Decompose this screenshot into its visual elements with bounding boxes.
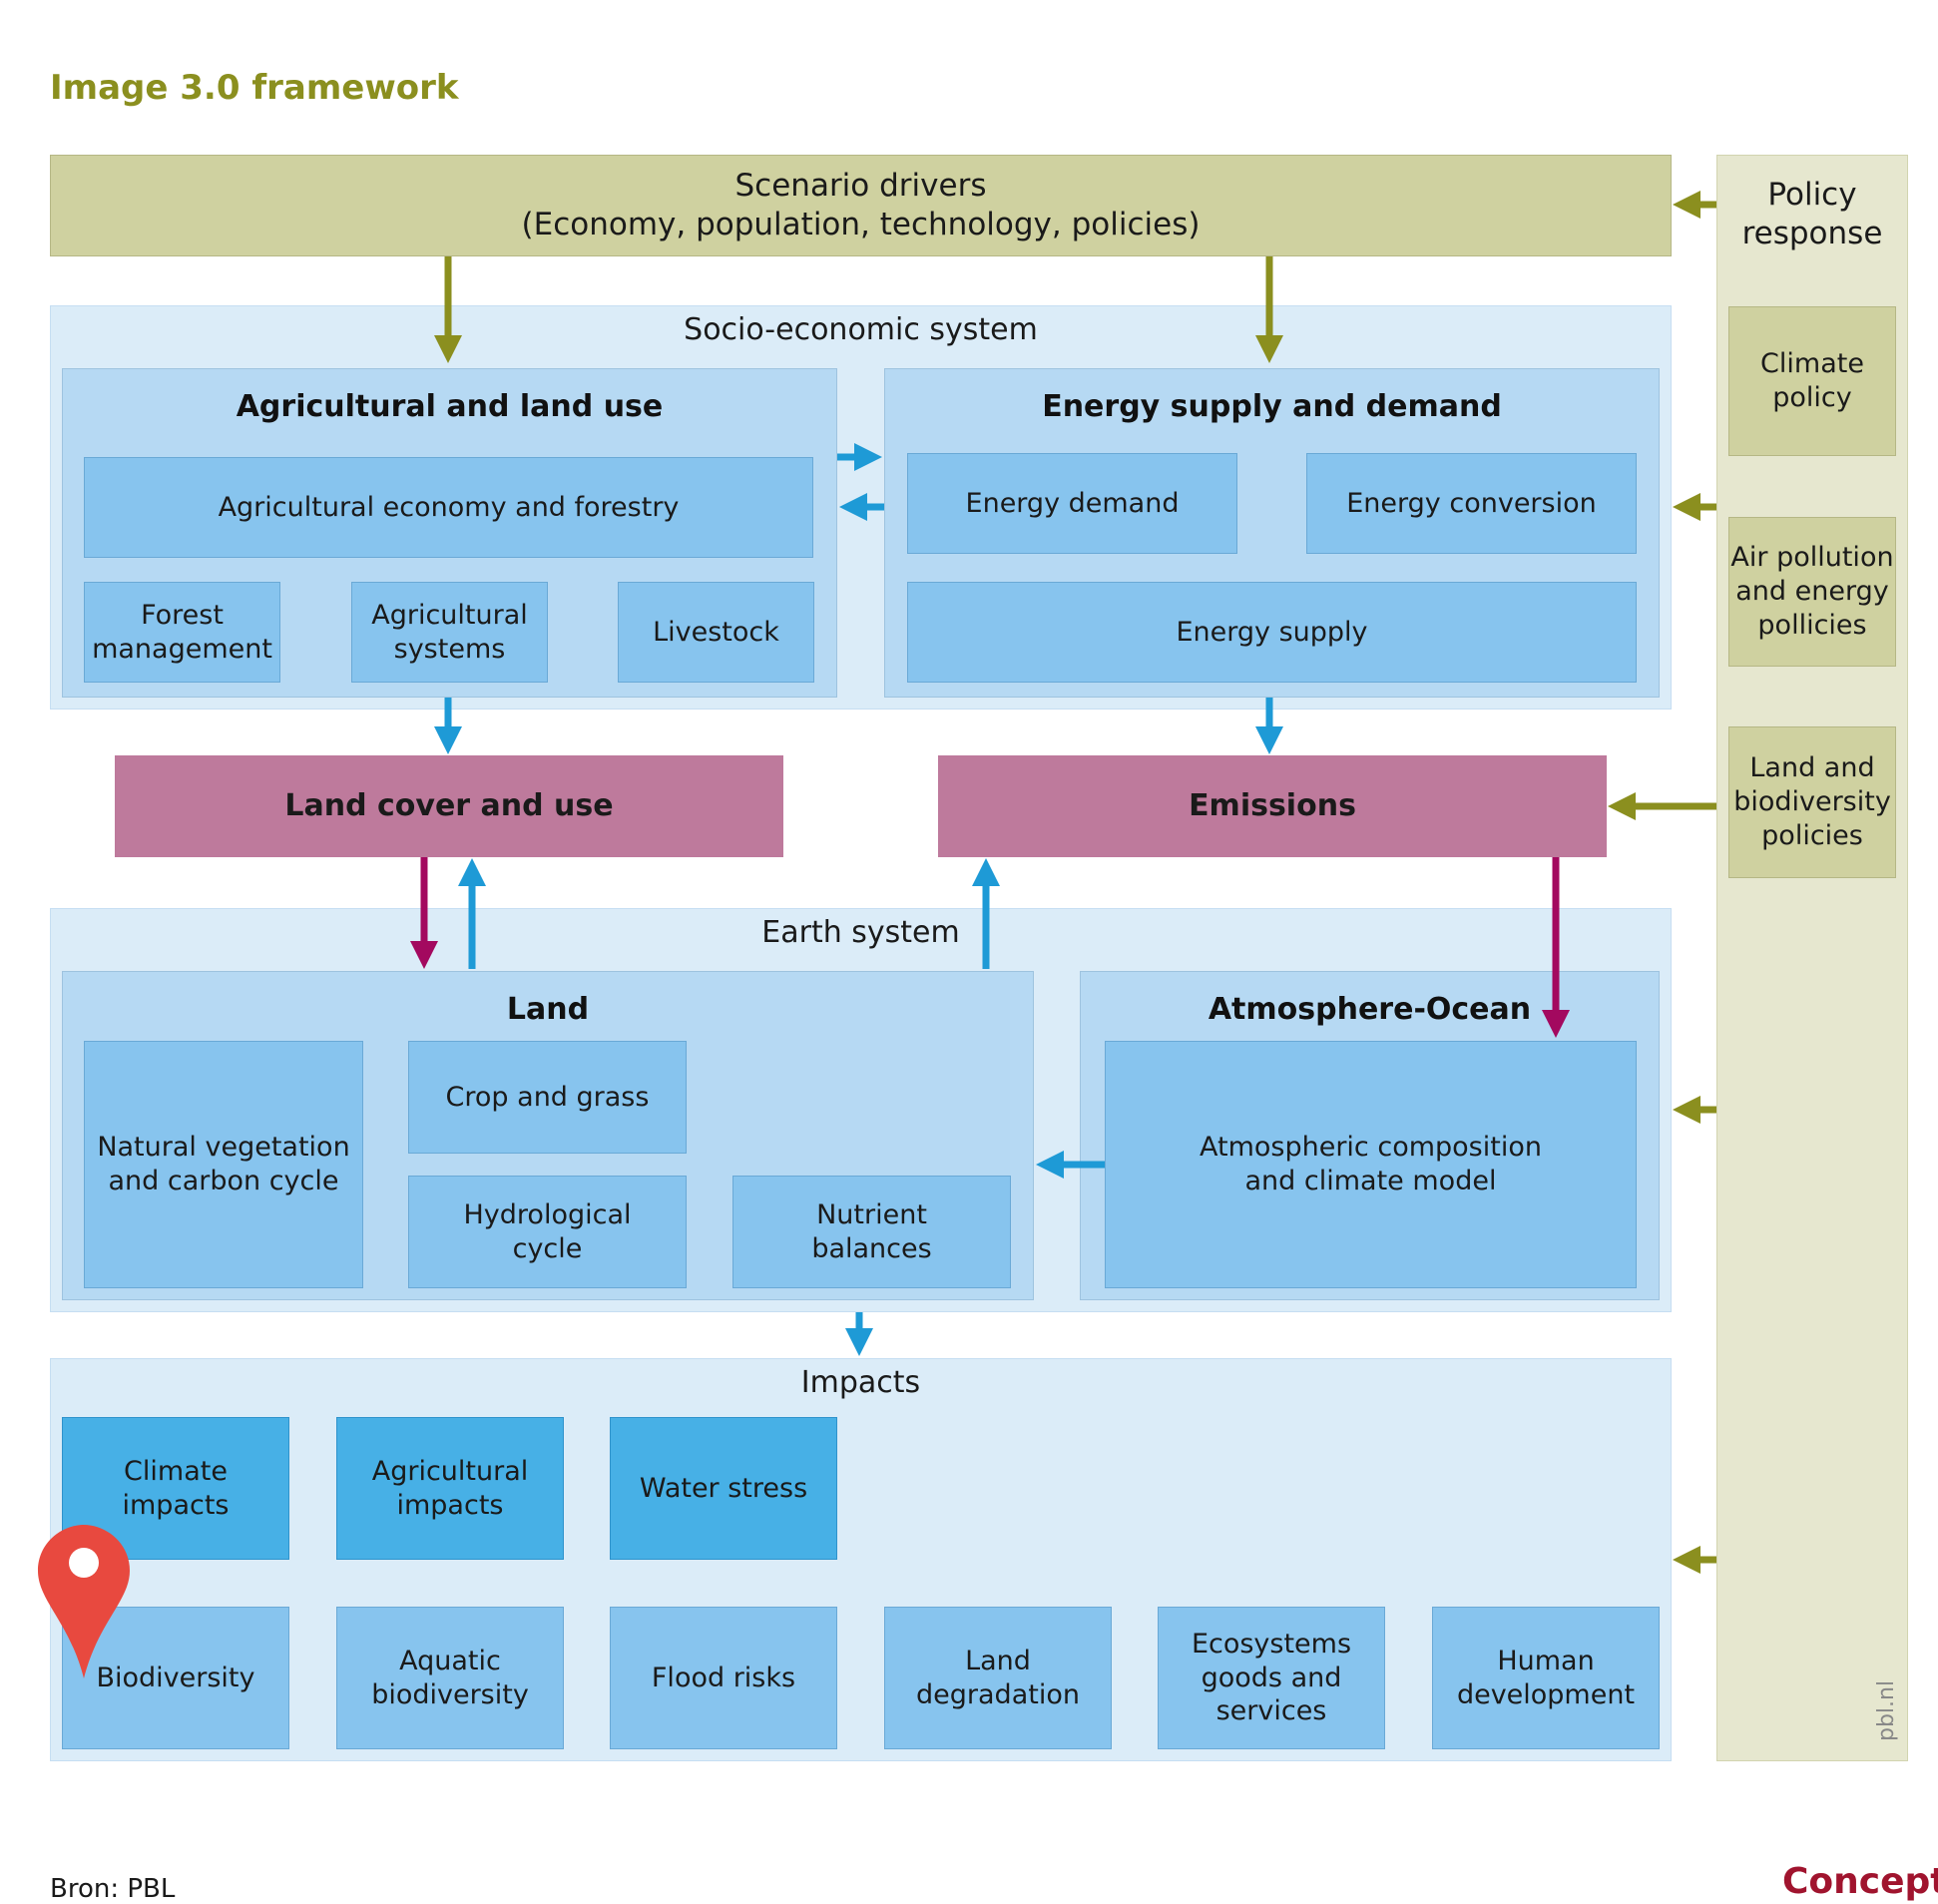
impact-aquatic-biodiversity: Aquatic biodiversity bbox=[336, 1607, 564, 1749]
impact-water-stress: Water stress bbox=[610, 1417, 837, 1560]
energy-title: Energy supply and demand bbox=[1042, 389, 1502, 424]
socio-economic-label: Socio-economic system bbox=[684, 312, 1038, 347]
agricultural-systems-box: Agricultural systems bbox=[351, 582, 548, 683]
forest-management-box: Forest management bbox=[84, 582, 280, 683]
earth-system-label: Earth system bbox=[761, 915, 960, 950]
policy-response-title: Policy response bbox=[1741, 177, 1883, 251]
impact-agricultural: Agricultural impacts bbox=[336, 1417, 564, 1560]
diagram-title: Image 3.0 framework bbox=[50, 68, 459, 108]
scenario-drivers-box: Scenario drivers (Economy, population, t… bbox=[50, 155, 1672, 256]
impact-human-development: Human development bbox=[1432, 1607, 1660, 1749]
livestock-box: Livestock bbox=[618, 582, 814, 683]
atmosphere-ocean-title: Atmosphere-Ocean bbox=[1208, 992, 1532, 1027]
energy-supply-box: Energy supply bbox=[907, 582, 1637, 683]
land-title: Land bbox=[506, 992, 590, 1027]
impact-flood-risks: Flood risks bbox=[610, 1607, 837, 1749]
natural-vegetation-box: Natural vegetation and carbon cycle bbox=[84, 1041, 363, 1288]
policy-item-land-biodiversity: Land and biodiversity policies bbox=[1728, 726, 1896, 878]
energy-demand-box: Energy demand bbox=[907, 453, 1237, 554]
agri-economy-box: Agricultural economy and forestry bbox=[84, 457, 813, 558]
hydrological-cycle-box: Hydrological cycle bbox=[408, 1176, 687, 1288]
crop-grass-box: Crop and grass bbox=[408, 1041, 687, 1154]
agri-land-use-title: Agricultural and land use bbox=[236, 389, 664, 424]
impact-biodiversity: Biodiversity bbox=[62, 1607, 289, 1749]
pbl-watermark: pbl.nl bbox=[1874, 1679, 1899, 1741]
concept-label: Concept bbox=[1782, 1861, 1938, 1902]
source-note: Bron: PBL bbox=[50, 1874, 176, 1904]
policy-item-climate: Climate policy bbox=[1728, 306, 1896, 456]
impact-climate: Climate impacts bbox=[62, 1417, 289, 1560]
atmospheric-model-box: Atmospheric composition and climate mode… bbox=[1105, 1041, 1637, 1288]
impact-ecosystems: Ecosystems goods and services bbox=[1158, 1607, 1385, 1749]
policy-item-air-pollution: Air pollution and energy pollicies bbox=[1728, 517, 1896, 667]
energy-conversion-box: Energy conversion bbox=[1306, 453, 1637, 554]
nutrient-balances-box: Nutrient balances bbox=[732, 1176, 1011, 1288]
emissions-box: Emissions bbox=[938, 755, 1607, 857]
impact-land-degradation: Land degradation bbox=[884, 1607, 1112, 1749]
impacts-label: Impacts bbox=[800, 1365, 921, 1400]
impacts-panel bbox=[50, 1358, 1672, 1761]
map-pin-icon bbox=[38, 1525, 130, 1678]
land-cover-box: Land cover and use bbox=[115, 755, 783, 857]
